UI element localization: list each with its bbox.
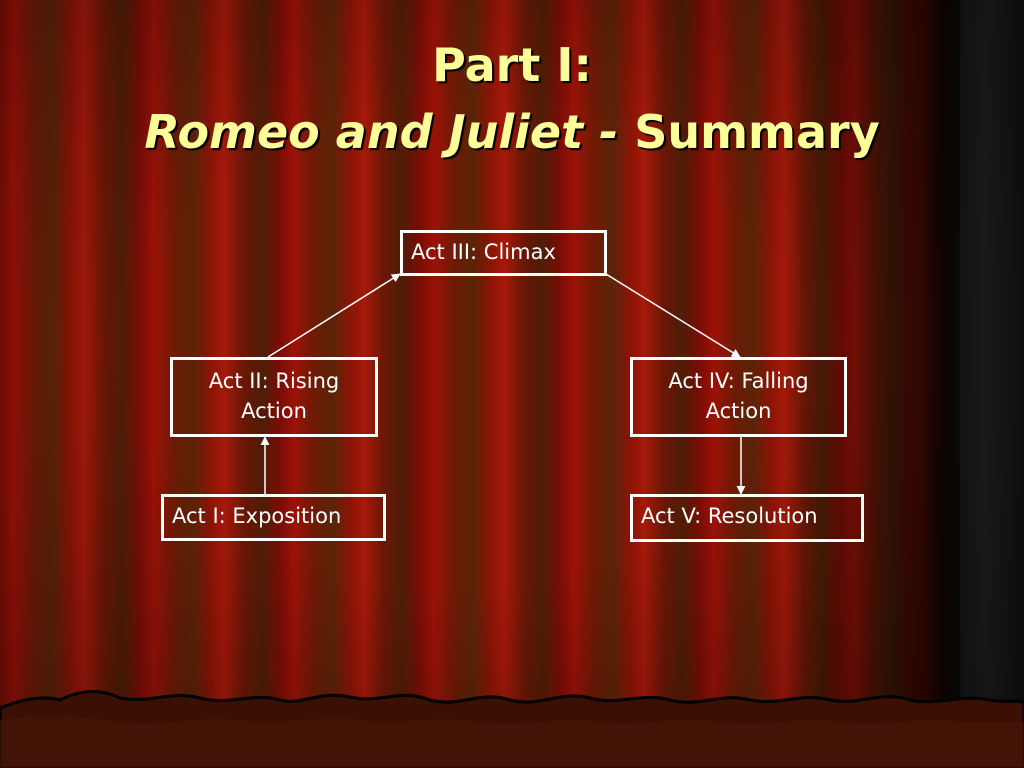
edge-act3-act4 xyxy=(605,273,741,358)
title-summary-word: Summary xyxy=(618,105,880,159)
node-act2-rising-action: Act II: Rising Action xyxy=(170,357,378,437)
node-act5-resolution: Act V: Resolution xyxy=(630,494,864,542)
dark-side-panel xyxy=(960,0,1024,768)
edge-act2-act3 xyxy=(267,273,401,358)
node-act1-exposition: Act I: Exposition xyxy=(161,494,386,541)
node-act4-falling-action: Act IV: Falling Action xyxy=(630,357,847,437)
title-play-name: Romeo and Juliet - xyxy=(144,105,619,159)
slide-title-line1: Part I: xyxy=(432,38,592,92)
node-act3-climax: Act III: Climax xyxy=(400,230,607,276)
slide-title-line2: Romeo and Juliet - Summary xyxy=(0,103,1024,161)
